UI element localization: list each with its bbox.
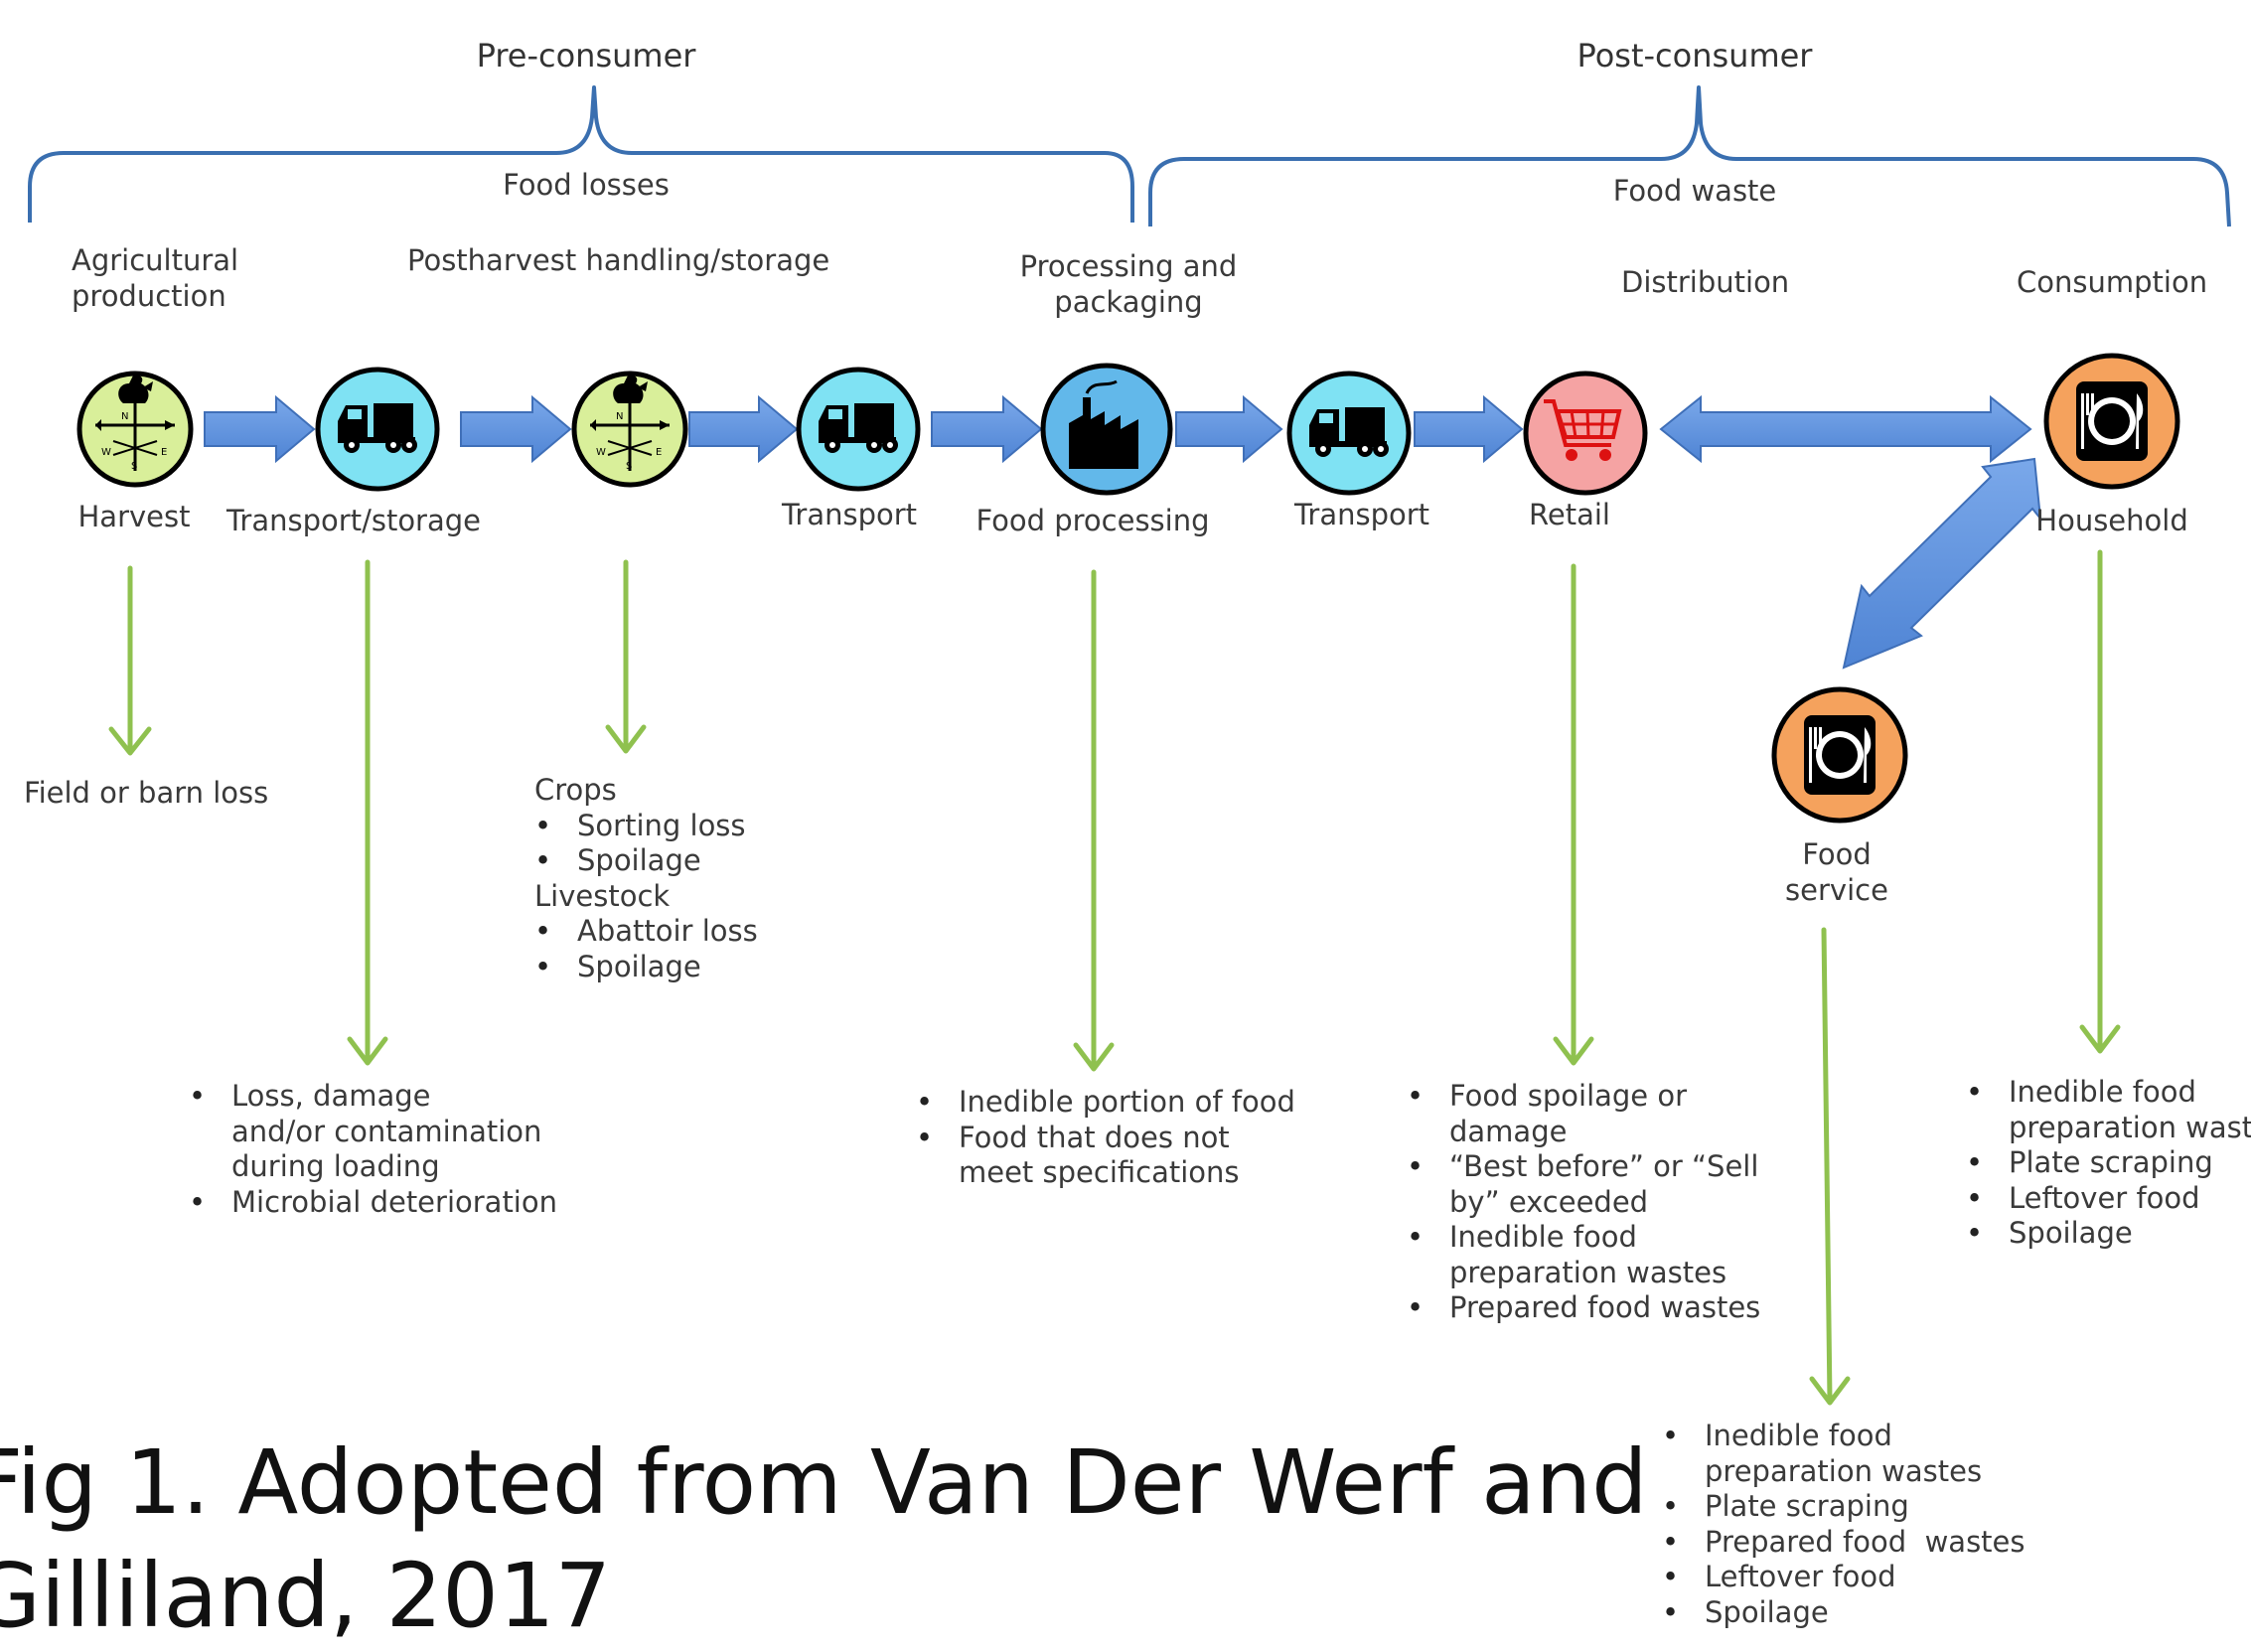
list-item: Spoilage xyxy=(1966,1216,2251,1252)
flow-arrow-crops-transport xyxy=(688,394,799,464)
list-item: “Best before” or “Sell by” exceeded xyxy=(1407,1149,1760,1220)
loss-arrow-food-service xyxy=(1821,927,1833,1404)
list-item: Leftover food xyxy=(1966,1181,2251,1217)
food-losses-label: Food losses xyxy=(503,168,670,202)
harvest-node xyxy=(76,371,194,488)
loss-list-food-service: Inedible food preparation wastes Plate s… xyxy=(1662,1419,2026,1630)
household-node xyxy=(2043,353,2180,490)
list-item: Loss, damage and/or contamination during… xyxy=(189,1079,557,1185)
stage-postharvest: Postharvest handling/storage xyxy=(407,243,830,277)
food-waste-label: Food waste xyxy=(1612,174,1777,208)
flow-arrow-processing-transport xyxy=(1175,394,1283,464)
list-item: Leftover food xyxy=(1662,1560,2026,1595)
loss-list-transport-storage: Loss, damage and/or contamination during… xyxy=(189,1079,557,1220)
node-label-harvest: Harvest xyxy=(77,500,191,533)
flow-arrow-transport-retail xyxy=(1414,394,1524,464)
list-item: Inedible food preparation wastes xyxy=(1966,1075,2251,1145)
list-item: Spoilage xyxy=(534,950,758,985)
node-label-transport-2: Transport xyxy=(1293,498,1430,531)
loss-list-processing: Inedible portion of food Food that does … xyxy=(916,1085,1295,1191)
node-label-food-service: Food service xyxy=(1785,837,1888,907)
loss-list-household: Inedible food preparation wastes Plate s… xyxy=(1966,1075,2251,1252)
list-item: Spoilage xyxy=(1662,1595,2026,1631)
node-label-retail: Retail xyxy=(1529,498,1610,531)
flow-arrow-transport-crops xyxy=(460,394,572,464)
list-heading-crops: Crops xyxy=(534,773,617,807)
list-item: Food spoilage or damage xyxy=(1407,1079,1760,1149)
plate-cutlery-icon xyxy=(1804,715,1876,795)
node-label-transport-storage: Transport/storage xyxy=(225,504,481,537)
flow-arrow-transport-processing xyxy=(931,394,1043,464)
figure-caption: Fig 1. Adopted from Van Der Werf and Gil… xyxy=(0,1430,1648,1647)
flow-arrow-household-foodservice xyxy=(1842,457,2042,670)
list-item: Abattoir loss xyxy=(534,914,758,950)
pre-consumer-bracket xyxy=(28,85,1134,223)
list-item: Sorting loss xyxy=(534,809,758,844)
node-label-food-processing: Food processing xyxy=(975,504,1210,537)
transport-storage-node xyxy=(315,367,440,492)
flow-arrow-retail-household xyxy=(1659,394,2032,464)
food-service-node xyxy=(1771,686,1908,824)
list-heading-livestock: Livestock xyxy=(534,878,671,913)
loss-list-retail: Food spoilage or damage “Best before” or… xyxy=(1407,1079,1760,1326)
node-label-transport-1: Transport xyxy=(781,498,918,531)
list-item: Spoilage xyxy=(534,843,758,879)
list-item: Prepared food wastes xyxy=(1407,1290,1760,1326)
list-item: Prepared food wastes xyxy=(1662,1525,2026,1561)
stage-processing-packaging: Processing and packaging xyxy=(1019,249,1238,319)
transport-node-1 xyxy=(796,367,921,492)
pre-consumer-label: Pre-consumer xyxy=(476,37,696,75)
loss-harvest: Field or barn loss xyxy=(24,776,269,810)
loss-list-postharvest: Crops Sorting loss Spoilage Livestock Ab… xyxy=(534,773,758,984)
list-item: Plate scraping xyxy=(1662,1489,2026,1525)
flow-arrow-harvest-transport xyxy=(204,394,316,464)
list-item: Inedible portion of food xyxy=(916,1085,1295,1121)
list-item: Microbial deterioration xyxy=(189,1185,557,1221)
transport-node-2 xyxy=(1286,371,1412,496)
stage-distribution: Distribution xyxy=(1621,265,1790,299)
list-item: Plate scraping xyxy=(1966,1145,2251,1181)
list-item: Food that does not meet specifications xyxy=(916,1121,1295,1191)
list-item: Inedible food preparation wastes xyxy=(1662,1419,2026,1489)
food-processing-node xyxy=(1040,363,1173,496)
post-consumer-label: Post-consumer xyxy=(1576,37,1813,75)
node-label-household: Household xyxy=(2035,504,2188,537)
post-consumer-bracket xyxy=(1148,85,2231,227)
crops-livestock-node xyxy=(571,371,688,488)
retail-node xyxy=(1523,371,1648,496)
stage-consumption: Consumption xyxy=(2017,265,2208,299)
plate-cutlery-icon xyxy=(2076,381,2148,461)
stage-agricultural-production: Agricultural production xyxy=(72,243,239,313)
list-item: Inedible food preparation wastes xyxy=(1407,1220,1760,1290)
